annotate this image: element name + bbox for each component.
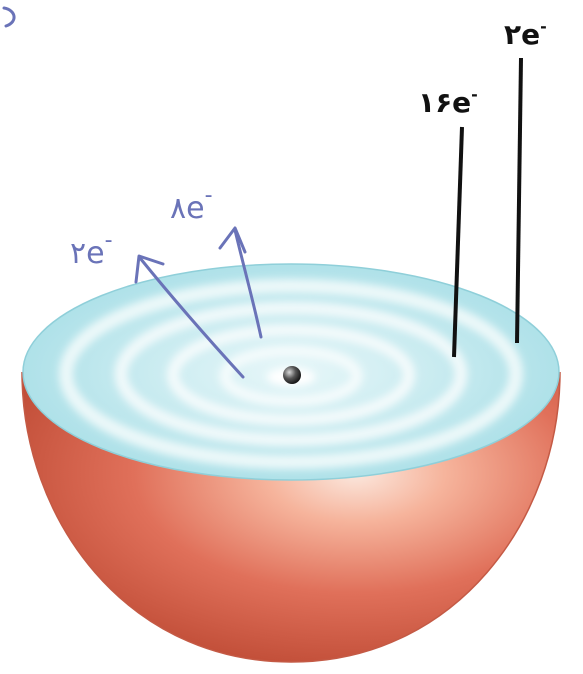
leader-line-outer-shell bbox=[515, 57, 523, 344]
shell-ring-4 bbox=[59, 279, 523, 469]
handwriting-fragment-top-left bbox=[2, 6, 16, 28]
label-third-shell: ۱۶e- bbox=[418, 85, 478, 119]
arrowhead-first-shell bbox=[134, 254, 165, 284]
arrow-first-shell bbox=[138, 256, 245, 379]
label-second-shell-handwritten: ۸e- bbox=[170, 183, 213, 226]
label-outer-shell: ۲e- bbox=[504, 17, 547, 51]
shell-ring-3 bbox=[114, 301, 468, 447]
label-first-shell-handwritten: ۲e- bbox=[70, 228, 113, 271]
shell-ring-2 bbox=[167, 324, 415, 426]
shell-rings bbox=[59, 279, 523, 469]
shell-ring-1 bbox=[219, 345, 363, 407]
arrowhead-second-shell bbox=[218, 226, 247, 254]
leader-line-third-shell bbox=[452, 126, 464, 358]
arrow-second-shell bbox=[233, 228, 263, 339]
nucleus bbox=[283, 366, 301, 384]
handwritten-arrows bbox=[2, 6, 263, 379]
